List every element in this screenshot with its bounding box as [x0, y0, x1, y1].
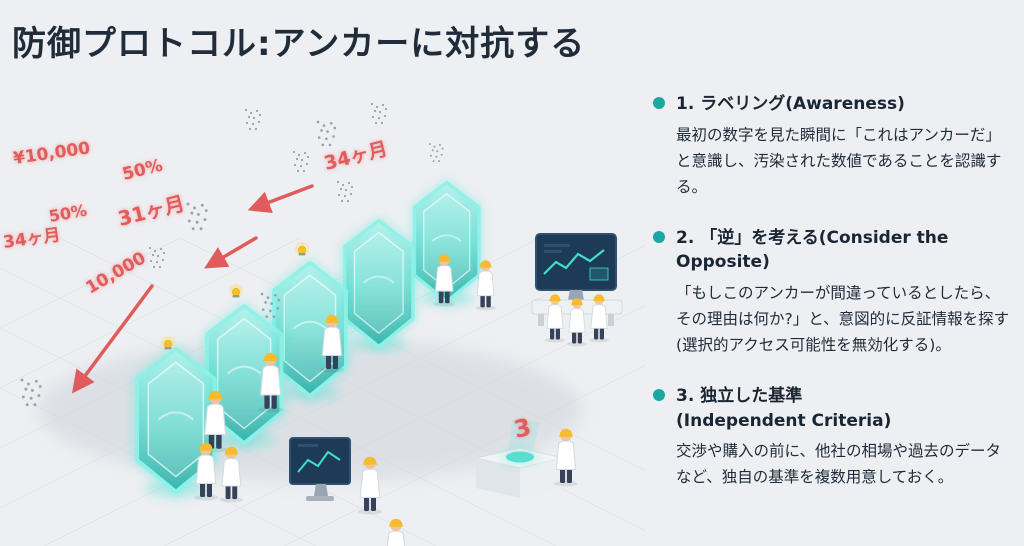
bullet-content: 1. ラベリング(Awareness) 最初の数字を見た瞬間に「これはアンカーだ…	[676, 92, 1015, 200]
anchor-label: 10,000	[83, 248, 150, 298]
defense-illustration: 3 ¥10,000 50%	[0, 88, 645, 546]
bullet-body: 「もしこのアンカーが間違っているとしたら、その理由は何か?」と、意図的に反証情報…	[676, 284, 1010, 355]
anchor-label: 50%	[47, 201, 88, 226]
hologram-desk-icon: 3	[475, 413, 565, 498]
dust-particles	[336, 180, 354, 203]
red-arrow	[71, 284, 154, 394]
anchor-label: 34ヶ月	[2, 225, 62, 253]
deflection-arrows	[71, 184, 314, 394]
bullet-item-2: 2. 「逆」を考える(Consider the Opposite) 「もしこのア…	[653, 226, 1015, 358]
anchor-label: 31ヶ月	[115, 191, 187, 231]
warning-beacon-icon	[228, 283, 244, 299]
bullet-dot-icon	[653, 230, 665, 243]
dust-particles	[20, 378, 42, 407]
hologram-number: 3	[511, 413, 533, 444]
shield-icon	[345, 221, 413, 352]
dust-particles	[148, 246, 166, 269]
bullet-body: 交渉や購入の前に、他社の相場や過去のデータなど、独自の基準を複数用意しておく。	[676, 442, 1002, 487]
page-title: 防御プロトコル:アンカーに対抗する	[12, 24, 586, 64]
dust-particles	[429, 143, 444, 163]
bullet-content: 3. 独立した基準 (Independent Criteria) 交渉や購入の前…	[676, 384, 1015, 490]
bullet-dot-icon	[653, 389, 665, 402]
anchor-label: ¥10,000	[12, 138, 92, 169]
red-arrow	[247, 184, 314, 213]
dust-particles	[186, 202, 208, 231]
floor-monitor-icon	[289, 437, 351, 501]
dust-particles	[292, 150, 310, 173]
bullet-dot-icon	[653, 97, 665, 109]
illustration-canvas: 3 ¥10,000 50%	[0, 102, 645, 546]
bullet-item-3: 3. 独立した基準 (Independent Criteria) 交渉や購入の前…	[653, 384, 1015, 490]
worker-icon	[383, 517, 409, 546]
anchor-label: 34ヶ月	[322, 138, 390, 175]
bullet-list: 1. ラベリング(Awareness) 最初の数字を見た瞬間に「これはアンカーだ…	[653, 92, 1015, 490]
bullet-content: 2. 「逆」を考える(Consider the Opposite) 「もしこのア…	[676, 226, 1015, 358]
red-arrow	[204, 236, 258, 269]
bullet-heading: 1. ラベリング(Awareness)	[676, 94, 905, 114]
dust-particles	[370, 102, 388, 125]
dust-particles	[244, 108, 262, 131]
bullet-heading: 2. 「逆」を考える(Consider the Opposite)	[676, 227, 949, 273]
bullet-item-1: 1. ラベリング(Awareness) 最初の数字を見た瞬間に「これはアンカーだ…	[653, 92, 1015, 200]
bullet-heading: 3. 独立した基準 (Independent Criteria)	[676, 386, 892, 431]
warning-beacon-icon	[294, 241, 310, 257]
warning-beacon-icon	[160, 335, 176, 351]
bullet-body: 最初の数字を見た瞬間に「これはアンカーだ」と意識し、汚染された数値であることを認…	[676, 125, 1002, 196]
dust-particles	[316, 120, 337, 147]
anchor-label: 50%	[120, 156, 164, 185]
